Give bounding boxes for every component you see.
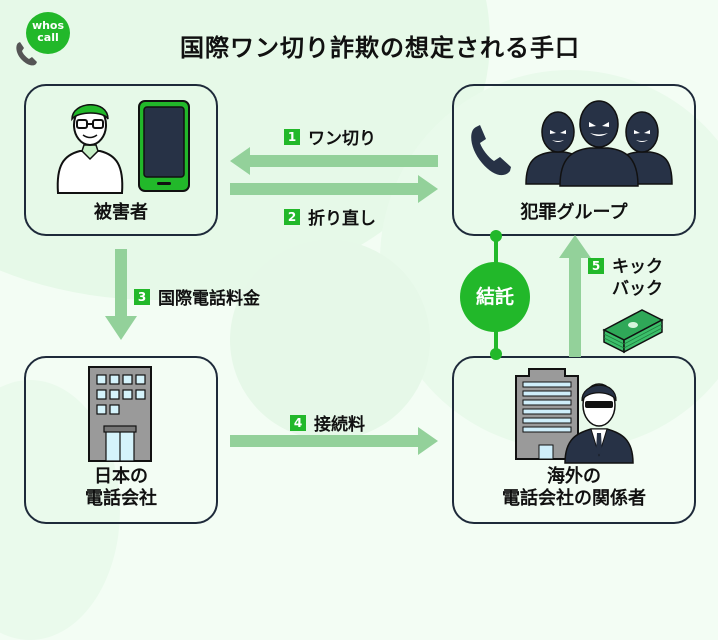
logo-bubble: whos call [26, 12, 70, 54]
criminal-group-label: 犯罪グループ [520, 202, 628, 223]
overseas-building-icon [515, 368, 579, 460]
victim-person-icon [56, 104, 124, 194]
whoscall-logo: whos call [14, 10, 70, 70]
overseas-carrier-label-line2: 電話会社の関係者 [502, 487, 646, 509]
overseas-carrier-label: 海外の 電話会社の関係者 [452, 466, 696, 509]
step-2-number: 2 [284, 208, 300, 225]
step-5-text-line2: バック [612, 279, 663, 299]
telephone-icon [471, 125, 511, 176]
step-1-label: 1 ワン切り [284, 124, 376, 149]
arrow-callback-right [230, 175, 438, 203]
japan-carrier-label-line2: 電話会社 [85, 487, 157, 509]
criminal-group-box [452, 84, 696, 236]
step-4-text: 接続料 [314, 415, 365, 435]
page-title: 国際ワン切り詐欺の想定される手口 [180, 34, 580, 62]
arrow-one-ring-left [230, 147, 438, 175]
victim-label: 被害者 [94, 202, 148, 223]
japan-carrier-label: 日本の 電話会社 [24, 466, 218, 509]
step-2-label: 2 折り直し [284, 204, 376, 229]
step-3-number: 3 [134, 288, 150, 305]
japan-carrier-box [24, 356, 218, 524]
japan-carrier-label-line1: 日本の [94, 466, 148, 487]
step-5-label: 5 キック バック [588, 256, 663, 300]
step-5-number: 5 [588, 258, 604, 274]
smartphone-icon [138, 100, 190, 192]
logo-text-call: call [37, 31, 59, 44]
arrow-kickback-up [559, 235, 591, 357]
overseas-carrier-label-line1: 海外の [547, 466, 601, 487]
collusion-badge: 結託 [460, 262, 530, 332]
step-1-text: ワン切り [308, 129, 376, 149]
arrow-connection-fee-right [230, 427, 438, 455]
money-stack-icon [602, 309, 664, 354]
victim-box [24, 84, 218, 236]
step-2-text: 折り直し [308, 209, 376, 229]
logo-text-whos: whos [31, 19, 65, 32]
step-3-text: 国際電話料金 [158, 289, 260, 309]
step-5-text-line1: キック [612, 257, 663, 277]
step-3-label: 3 国際電話料金 [134, 284, 260, 309]
step-4-number: 4 [290, 414, 306, 431]
criminals-group-icon [525, 100, 673, 187]
step-1-number: 1 [284, 128, 300, 145]
phone-handset-icon [16, 42, 37, 66]
bg-circle [230, 240, 430, 440]
collusion-text: 結託 [475, 286, 514, 308]
step-4-label: 4 接続料 [290, 410, 365, 435]
businessman-sunglasses-icon [564, 383, 634, 464]
step-5-text: キック バック [612, 256, 663, 300]
office-building-icon [88, 366, 152, 462]
arrow-international-fee-down [105, 249, 137, 340]
